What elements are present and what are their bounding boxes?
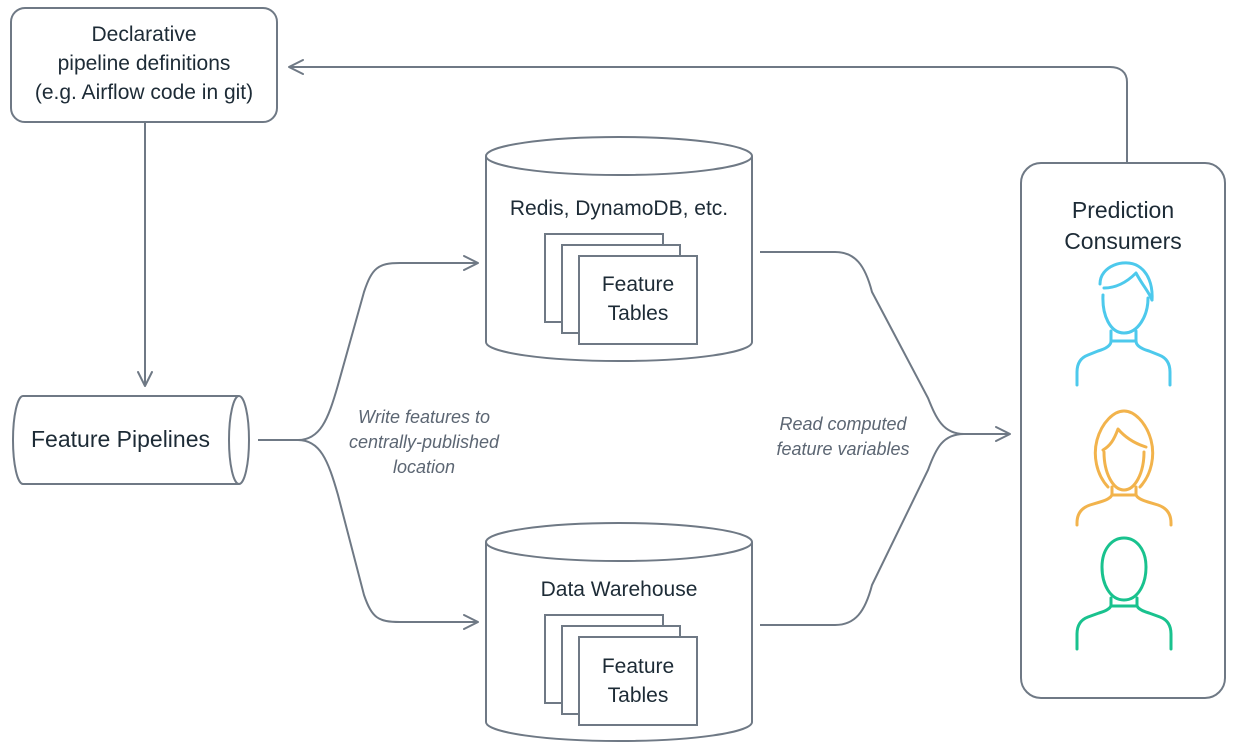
write-to-online-store-arrow [258, 255, 479, 441]
person-icon [1075, 536, 1173, 651]
online-feature-table-stack [544, 233, 698, 345]
online-store-text: Redis, DynamoDB, etc. [509, 197, 729, 220]
write-note-line-1: Write features to [357, 407, 491, 427]
write-note-line-3: location [392, 457, 456, 477]
prediction-consumers-title: Prediction Consumers [1021, 195, 1225, 257]
warehouse-title: Data Warehouse [486, 575, 752, 604]
consumers-to-definitions-arrow [288, 59, 1128, 163]
warehouse-text: Data Warehouse [540, 578, 698, 601]
pipeline-definitions-label: Declarative pipeline definitions (e.g. A… [11, 20, 277, 107]
read-from-online-store-line [760, 251, 965, 435]
feature-pipelines-text: Feature Pipelines [31, 426, 210, 452]
read-note-line-2: feature variables [776, 439, 910, 459]
warehouse-feature-tables-line-2: Tables [607, 684, 669, 707]
read-note-line-1: Read computed [779, 414, 907, 434]
pipeline-definitions-line-3: (e.g. Airflow code in git) [34, 81, 254, 104]
warehouse-feature-tables-label: Feature Tables [579, 652, 697, 710]
pipeline-definitions-line-2: pipeline definitions [57, 52, 231, 75]
prediction-consumers-line-2: Consumers [1064, 228, 1182, 254]
warehouse-feature-table-stack [544, 614, 698, 726]
feature-pipelines-label: Feature Pipelines [23, 425, 218, 454]
person-long-hair-icon [1075, 409, 1173, 527]
online-feature-tables-line-1: Feature [601, 273, 675, 296]
online-store-title: Redis, DynamoDB, etc. [486, 194, 752, 223]
pipeline-definitions-line-1: Declarative [91, 23, 197, 46]
online-feature-tables-line-2: Tables [607, 302, 669, 325]
prediction-consumers-panel [1020, 162, 1226, 699]
write-to-warehouse-arrow [297, 439, 479, 630]
read-from-warehouse-line [760, 433, 965, 626]
feature-pipelines-shape [12, 395, 250, 485]
write-features-note: Write features to centrally-published lo… [313, 405, 535, 480]
read-features-note: Read computed feature variables [748, 412, 938, 462]
person-short-hair-icon [1075, 261, 1172, 387]
online-feature-tables-label: Feature Tables [579, 270, 697, 328]
write-note-line-2: centrally-published [348, 432, 500, 452]
prediction-consumers-line-1: Prediction [1071, 197, 1175, 223]
warehouse-feature-tables-line-1: Feature [601, 655, 675, 678]
